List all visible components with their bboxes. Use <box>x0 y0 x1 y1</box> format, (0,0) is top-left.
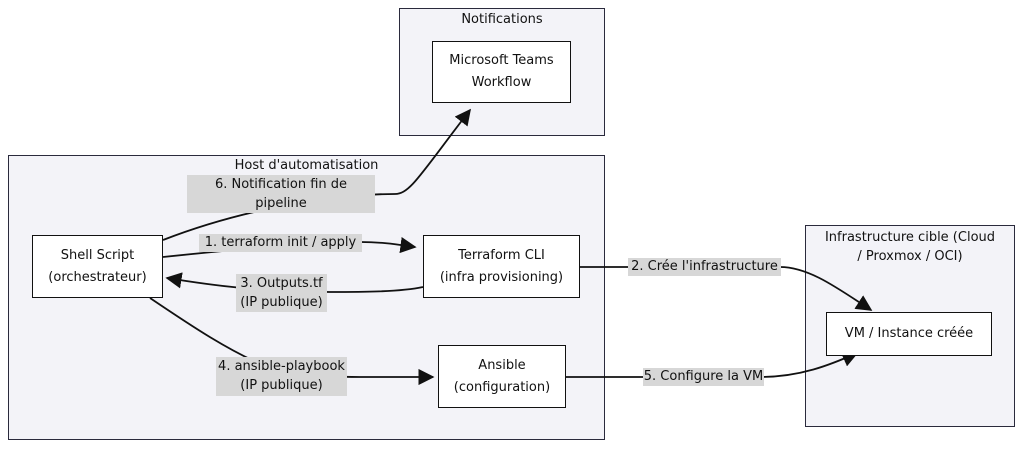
infra-cluster-title-line2: / Proxmox / OCI) <box>857 249 963 264</box>
edge-label-3: 3. Outputs.tf (IP publique) <box>236 274 327 312</box>
node-terraform-line1: Terraform CLI <box>458 247 545 263</box>
node-shell-line2: (orchestrateur) <box>48 269 147 285</box>
node-vm-label: VM / Instance créée <box>844 326 974 341</box>
node-ansible: Ansible (configuration) <box>438 345 566 408</box>
edge-label-3-line1: 3. Outputs.tf <box>240 276 323 291</box>
edge-terraform-to-vm <box>580 266 873 311</box>
edge-label-4: 4. ansible-playbook (IP publique) <box>216 357 347 396</box>
edge-label-2-text: 2. Crée l'infrastructure <box>631 259 778 274</box>
node-shell-line1: Shell Script <box>60 247 135 263</box>
node-ansible-line1: Ansible <box>478 357 526 373</box>
edge-label-5: 5. Configure la VM <box>643 368 764 386</box>
node-vm-instance: VM / Instance créée <box>826 312 992 356</box>
node-microsoft-teams-workflow: Microsoft Teams Workflow <box>432 41 571 103</box>
infra-cluster-title-line1: Infrastructure cible (Cloud <box>824 230 996 245</box>
edge-label-3-line2: (IP publique) <box>240 295 323 310</box>
edge-label-4-line2: (IP publique) <box>240 378 323 393</box>
edge-label-4-line1: 4. ansible-playbook <box>218 359 345 374</box>
edge-label-6: 6. Notification fin de pipeline <box>187 175 375 213</box>
edge-label-2: 2. Crée l'infrastructure <box>628 258 781 276</box>
node-teams-line2: Workflow <box>471 75 532 90</box>
node-ansible-line2: (configuration) <box>453 379 551 395</box>
infra-cluster-title: Infrastructure cible (Cloud / Proxmox / … <box>806 228 1014 266</box>
host-cluster-title: Host d'automatisation <box>234 158 379 173</box>
edge-label-6-line1: 6. Notification fin de <box>214 177 348 192</box>
node-shell-script: Shell Script (orchestrateur) <box>32 235 163 298</box>
edge-label-6-line2: pipeline <box>255 196 307 211</box>
node-teams-line1: Microsoft Teams <box>449 53 554 68</box>
edge-label-1-text: 1. terraform init / apply <box>204 235 357 250</box>
edge-shell-to-teams <box>162 108 471 241</box>
edge-label-1: 1. terraform init / apply <box>199 234 362 252</box>
node-terraform-cli: Terraform CLI (infra provisioning) <box>423 235 580 298</box>
edge-label-5-text: 5. Configure la VM <box>643 369 764 384</box>
node-terraform-line2: (infra provisioning) <box>439 269 564 285</box>
notifications-cluster-title: Notifications <box>461 12 543 27</box>
